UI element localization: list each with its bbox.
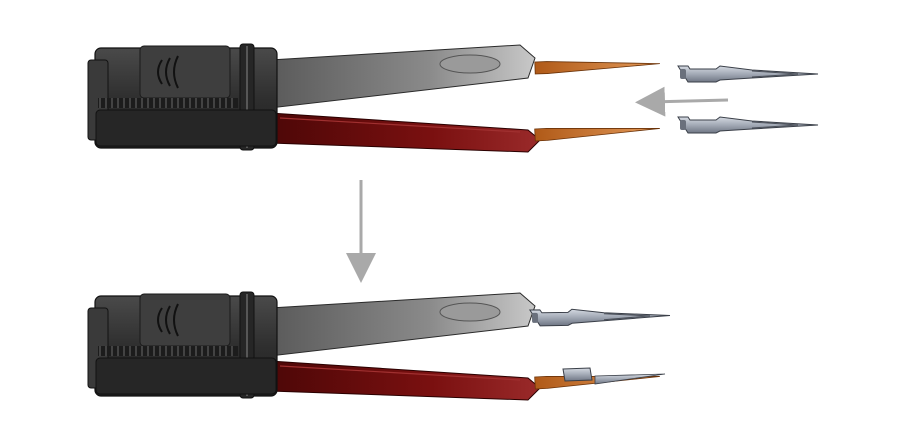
top-tweezer-probe bbox=[87, 43, 661, 153]
bottom-attachment-lower bbox=[562, 367, 666, 385]
top-copper-tip-lower bbox=[534, 122, 661, 142]
bottom-tweezer-probe bbox=[87, 291, 671, 401]
bottom-attachment-upper bbox=[529, 307, 671, 327]
top-copper-tip-upper bbox=[534, 57, 661, 75]
arrow-left-icon bbox=[635, 86, 729, 117]
probe-tip-attachment-upper bbox=[677, 65, 819, 83]
probe-tip-attachment-lower bbox=[677, 116, 819, 134]
